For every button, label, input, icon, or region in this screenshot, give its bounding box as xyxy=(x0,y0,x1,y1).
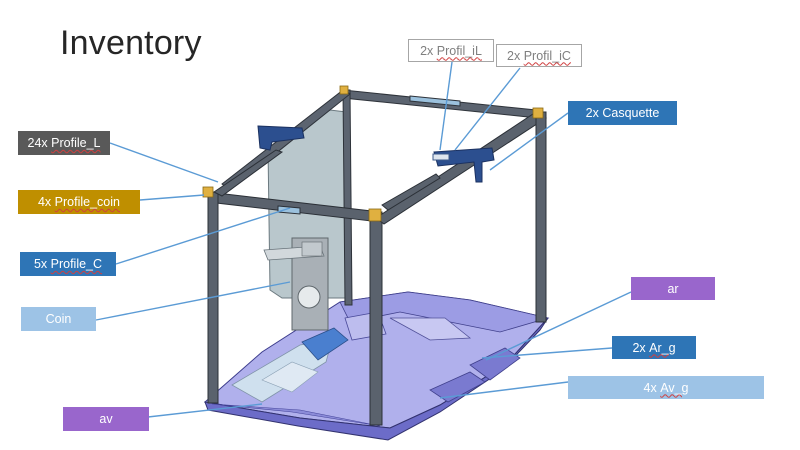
label-count: 2x xyxy=(507,48,521,63)
label-name: Casquette xyxy=(602,106,660,120)
label-count: 24x xyxy=(27,136,48,150)
frame-front xyxy=(207,111,547,426)
label-count: 2x xyxy=(420,43,434,58)
label-name: Av_g xyxy=(660,380,689,395)
leader-lines xyxy=(95,61,632,418)
label-ar: ar xyxy=(631,277,715,300)
label-name: Profile_coin xyxy=(54,195,120,209)
page-title: Inventory xyxy=(60,24,202,62)
label-name: ar xyxy=(667,281,679,296)
label-profile-c: 5x Profile_C xyxy=(20,252,116,276)
label-profil-il: 2x Profil_iL xyxy=(408,39,494,62)
corner-blocks xyxy=(202,85,544,222)
label-name: Profile_L xyxy=(51,136,101,150)
label-av-g: 4x Av_g xyxy=(568,376,764,399)
label-profile-coin: 4x Profile_coin xyxy=(18,190,140,214)
label-name: Profil_iC xyxy=(523,48,571,63)
label-name: Profile_C xyxy=(50,257,103,271)
label-av: av xyxy=(63,407,149,431)
label-name: av xyxy=(99,412,113,426)
label-profile-l: 24x Profile_L xyxy=(18,131,110,155)
label-name: Coin xyxy=(45,312,72,326)
label-casquette: 2x Casquette xyxy=(568,101,677,125)
label-ar-g: 2x Ar_g xyxy=(612,336,696,359)
label-count: 5x xyxy=(33,257,48,271)
label-count: 2x xyxy=(632,340,646,355)
label-profil-ic: 2x Profil_iC xyxy=(496,44,582,67)
label-name: Ar_g xyxy=(649,340,676,355)
brackets xyxy=(257,125,495,183)
label-count: 2x xyxy=(585,106,599,120)
label-count: 4x xyxy=(643,380,657,395)
label-coin: Coin xyxy=(21,307,96,331)
label-count: 4x xyxy=(37,195,52,209)
label-name: Profil_iL xyxy=(436,43,482,58)
